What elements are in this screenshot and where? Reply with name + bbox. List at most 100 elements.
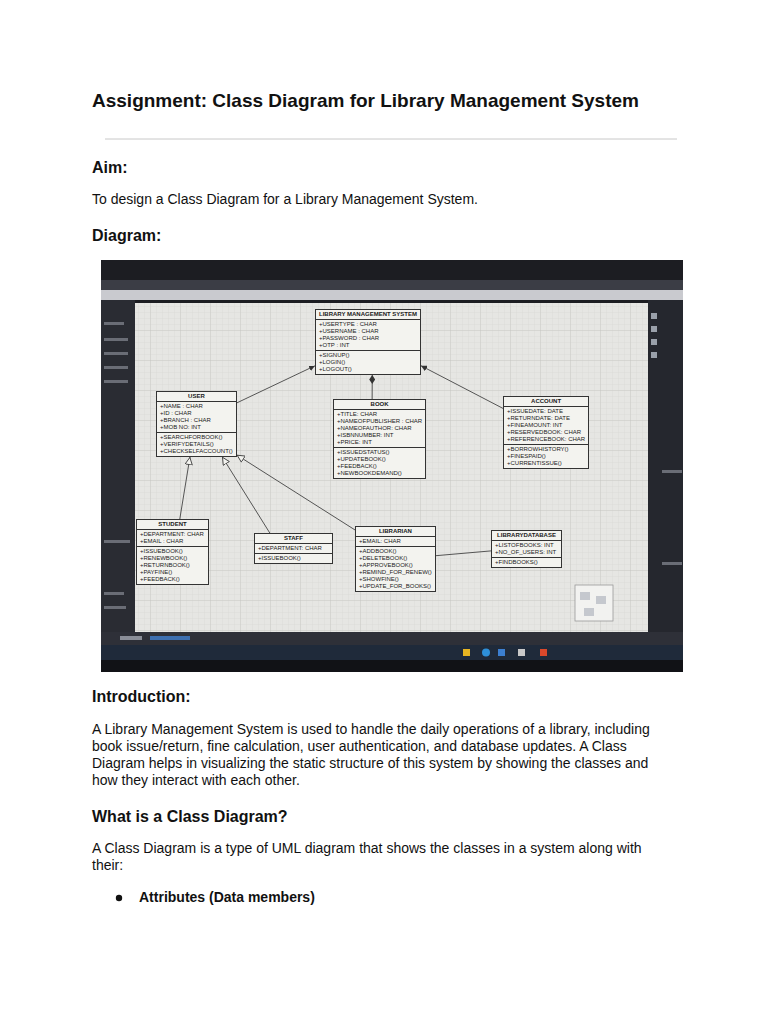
class-attribute: +RETURNDATE: DATE xyxy=(507,415,585,422)
class-attribute: +OTP : INT xyxy=(319,342,417,349)
paragraph: A Library Management System is used to h… xyxy=(92,721,676,789)
class-method: +APPROVEBOOK() xyxy=(359,562,432,569)
attribute-section: +LISTOFBOOKS: INT+NO_OF_USERS: INT xyxy=(492,541,561,558)
method-section: +ADDBOOK()+DELETEBOOK()+APPROVEBOOK()+RE… xyxy=(356,547,435,591)
panel-item xyxy=(104,352,128,355)
taskbar xyxy=(101,645,683,660)
class-method: +ADDBOOK() xyxy=(359,548,432,555)
attribute-section: +DEPARTMENT: CHAR xyxy=(255,544,332,554)
class-method: +SEARCHFORBOOK() xyxy=(160,434,233,441)
class-method: +DELETEBOOK() xyxy=(359,555,432,562)
class-method: +PAYFINE() xyxy=(140,569,205,576)
paragraph: A Class Diagram is a type of UML diagram… xyxy=(92,840,676,874)
class-box: USER+NAME : CHAR+ID : CHAR+BRANCH : CHAR… xyxy=(156,391,237,457)
class-attribute: +NAMEOFPUBLISHER : CHAR xyxy=(337,418,422,425)
status-item xyxy=(120,636,142,640)
panel-item xyxy=(104,366,128,369)
panel-item xyxy=(104,380,128,383)
class-connector xyxy=(180,457,190,519)
class-box: LIBRARYDATABASE+LISTOFBOOKS: INT+NO_OF_U… xyxy=(491,530,562,568)
class-box: STUDENT +DEPARTMENT: CHAR+EMAIL : CHAR+IS… xyxy=(136,519,209,585)
class-method: +FEEDBACK() xyxy=(140,576,205,583)
class-method: +FINDBOOKS() xyxy=(495,559,558,566)
minimap-box xyxy=(584,608,594,616)
toolbar-icon xyxy=(651,313,657,319)
taskbar-icon xyxy=(498,649,505,656)
attribute-section: +EMAIL: CHAR xyxy=(356,537,435,547)
minimap xyxy=(575,585,613,621)
photo-frame xyxy=(101,260,683,672)
class-attribute: +NAMEOFAUTHOR: CHAR xyxy=(337,425,422,432)
class-attribute: +EMAIL : CHAR xyxy=(140,538,205,545)
class-method: +SHOWFINE() xyxy=(359,576,432,583)
panel-item xyxy=(104,338,128,341)
class-name: LIBRARY MANAGEMENT SYSTEM xyxy=(319,311,417,318)
class-method: +SIGNUP() xyxy=(319,352,417,359)
method-section: +SEARCHFORBOOK()+VERIFYDETAILS()+CHECKSE… xyxy=(157,433,236,456)
section-heading: Aim: xyxy=(92,159,128,177)
class-connector xyxy=(237,366,315,403)
class-name-section: BOOK xyxy=(334,400,425,410)
class-method: +UPDATEBOOK() xyxy=(337,456,422,463)
menu-bar xyxy=(101,290,683,300)
attribute-section: +DEPARTMENT: CHAR+EMAIL : CHAR xyxy=(137,530,208,547)
class-method: +FINESPAID() xyxy=(507,453,585,460)
minimap-box xyxy=(580,592,590,600)
taskbar-icon xyxy=(540,649,547,656)
minimap-box xyxy=(596,596,606,604)
class-attribute: +BRANCH : CHAR xyxy=(160,417,233,424)
class-name-section: LIBRARIAN xyxy=(356,527,435,537)
class-attribute: +EMAIL: CHAR xyxy=(359,538,432,545)
class-attribute: +PRICE: INT xyxy=(337,439,422,446)
class-attribute: +MOB NO: INT xyxy=(160,424,233,431)
class-attribute: +USERNAME : CHAR xyxy=(319,328,417,335)
class-attribute: +ISSUEDATE: DATE xyxy=(507,408,585,415)
class-box: LIBRARIAN +EMAIL: CHAR +ADDBOOK()+DELETEBO… xyxy=(355,526,436,592)
class-name-section: STAFF xyxy=(255,534,332,544)
panel-item xyxy=(104,322,124,325)
diagram-photo xyxy=(101,260,683,672)
attribute-section: +USERTYPE : CHAR+USERNAME : CHAR+PASSWOR… xyxy=(316,320,420,351)
class-attribute: +RESERVEDBOOK: CHAR xyxy=(507,429,585,436)
class-name: LIBRARIAN xyxy=(359,528,432,535)
class-method: +ISSUEBOOK() xyxy=(140,548,205,555)
class-method: +VERIFYDETAILS() xyxy=(160,441,233,448)
attribute-section: +TITLE: CHAR+NAMEOFPUBLISHER : CHAR+NAME… xyxy=(334,410,425,448)
class-attribute: +ID : CHAR xyxy=(160,410,233,417)
class-box: BOOK+TITLE: CHAR+NAMEOFPUBLISHER : CHAR+… xyxy=(333,399,426,479)
status-bar xyxy=(101,632,683,645)
panel-item xyxy=(662,470,682,473)
bullet-item: Attributes (Data members) xyxy=(139,889,315,906)
attribute-section: +ISSUEDATE: DATE+RETURNDATE: DATE+FINEAM… xyxy=(504,407,588,445)
panel-item xyxy=(104,592,124,595)
taskbar-icon xyxy=(463,649,470,656)
class-method: +NEWBOOKDEMAND() xyxy=(337,470,422,477)
class-name: STUDENT xyxy=(140,521,205,528)
class-name-section: ACCOUNT xyxy=(504,397,588,407)
panel-item xyxy=(662,562,682,565)
section-heading: Introduction: xyxy=(92,688,191,706)
class-attribute: +FINEAMOUNT: INT xyxy=(507,422,585,429)
class-method: +CHECKSELFACCOUNT() xyxy=(160,448,233,455)
toolbar-icon xyxy=(651,352,657,358)
class-connector xyxy=(436,551,491,556)
class-method: +REMIND_FOR_RENEW() xyxy=(359,569,432,576)
class-attribute: +ISBNNUMBER: INT xyxy=(337,432,422,439)
attribute-section: +NAME : CHAR+ID : CHAR+BRANCH : CHAR+MOB… xyxy=(157,402,236,433)
class-name-section: LIBRARY MANAGEMENT SYSTEM xyxy=(316,310,420,320)
class-method: +LOGOUT() xyxy=(319,366,417,373)
class-name-section: LIBRARYDATABASE xyxy=(492,531,561,541)
class-box: STAFF+DEPARTMENT: CHAR+ISSUEBOOK() xyxy=(254,533,333,564)
class-attribute: +REFERENCEBOOK: CHAR xyxy=(507,436,585,443)
class-method: +RENEWBOOK() xyxy=(140,555,205,562)
section-heading: Diagram: xyxy=(92,227,161,245)
status-item xyxy=(150,636,190,640)
class-method: +UPDATE_FOR_BOOKS() xyxy=(359,583,432,590)
canvas-grid xyxy=(135,303,648,632)
horizontal-rule xyxy=(105,139,677,140)
section-heading: What is a Class Diagram? xyxy=(92,808,288,826)
method-section: +ISSUEBOOK()+RENEWBOOK()+RETURNBOOK()+PA… xyxy=(137,547,208,584)
class-attribute: +NAME : CHAR xyxy=(160,403,233,410)
